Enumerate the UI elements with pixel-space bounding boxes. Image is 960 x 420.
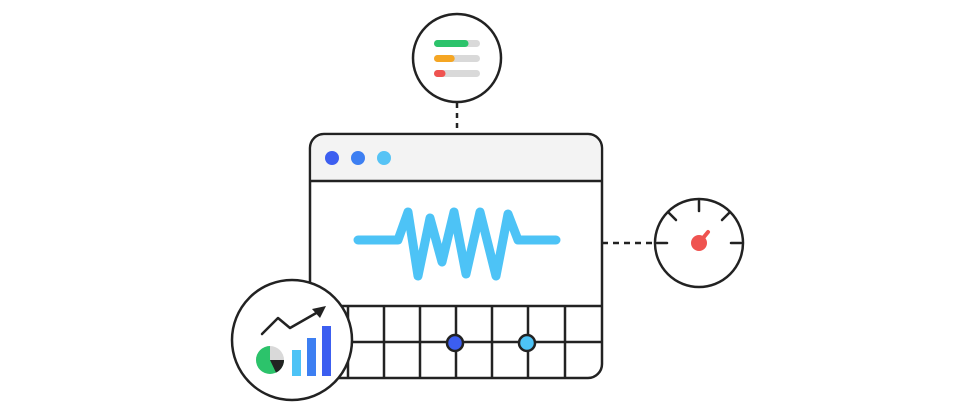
- window-titlebar: [311, 135, 601, 181]
- window-dot-1: [325, 151, 339, 165]
- window-dot-2: [351, 151, 365, 165]
- progress-fill-2: [434, 55, 455, 62]
- chart-bar-3: [322, 326, 331, 376]
- trend-arrow-head: [312, 306, 326, 318]
- growth-chart-icon: [230, 278, 354, 402]
- browser-window-icon: [308, 132, 604, 380]
- progress-fill-1: [434, 40, 469, 47]
- trend-line: [260, 310, 320, 336]
- progress-track-3: [434, 70, 480, 77]
- speed-gauge-icon: [653, 197, 745, 289]
- chart-bar-2: [307, 338, 316, 376]
- gauge-tick-right: [720, 211, 731, 222]
- gauge-hub: [691, 235, 707, 251]
- gauge-tick-left: [667, 211, 678, 222]
- grid-node-1: [445, 333, 465, 353]
- chart-bar-1: [292, 350, 301, 376]
- chart-circle: [230, 278, 354, 402]
- grid-node-2: [517, 333, 537, 353]
- progress-bars-icon: [411, 12, 503, 104]
- waveform-icon: [353, 207, 561, 281]
- progress-fill-3: [434, 70, 446, 77]
- pie-slice-dark: [270, 360, 284, 373]
- window-dot-3: [377, 151, 391, 165]
